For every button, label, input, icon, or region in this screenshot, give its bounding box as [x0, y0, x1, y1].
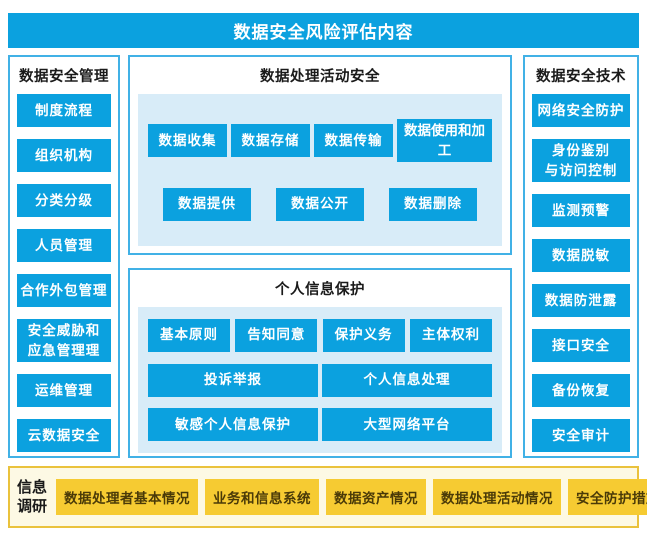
privacy-panel: 基本原则告知同意保护义务主体权利 投诉举报个人信息处理 敏感个人信息保护大型网络…: [138, 307, 502, 453]
privacy-node: 敏感个人信息保护: [148, 408, 318, 442]
technology-node: 安全审计: [532, 419, 630, 453]
section-title: 数据安全技术: [536, 69, 626, 85]
privacy-node: 个人信息处理: [322, 363, 492, 397]
technology-node: 网络安全防护: [532, 94, 630, 127]
activity-node: 数据使用和加工: [397, 119, 492, 163]
survey-title: 信息调研: [17, 478, 48, 516]
section-data-security-technology: 数据安全技术 网络安全防护身份鉴别与访问控制监测预警数据脱敏数据防泄露接口安全备…: [523, 55, 639, 458]
activity-row-2: 数据提供数据公开数据删除: [138, 187, 502, 221]
survey-node: 安全防护措施: [568, 479, 647, 515]
privacy-row-3: 敏感个人信息保护大型网络平台: [138, 408, 502, 442]
privacy-node: 大型网络平台: [322, 408, 492, 442]
technology-node: 备份恢复: [532, 374, 630, 408]
privacy-node: 告知同意: [235, 318, 318, 352]
section-personal-information-protection: 个人信息保护 基本原则告知同意保护义务主体权利 投诉举报个人信息处理 敏感个人信…: [128, 268, 512, 458]
management-node: 分类分级: [17, 184, 111, 217]
privacy-node: 投诉举报: [148, 363, 318, 397]
section-title: 数据处理活动安全: [260, 69, 380, 85]
management-node: 制度流程: [17, 94, 111, 127]
section-information-survey: 信息调研 数据处理者基本情况业务和信息系统数据资产情况数据处理活动情况安全防护措…: [8, 466, 647, 528]
privacy-node: 保护义务: [322, 318, 405, 352]
activity-node: 数据删除: [389, 187, 477, 221]
activity-node: 数据传输: [314, 124, 393, 158]
technology-node: 监测预警: [532, 194, 630, 228]
technology-node: 接口安全: [532, 329, 630, 363]
privacy-node: 主体权利: [409, 318, 492, 352]
technology-items: 网络安全防护身份鉴别与访问控制监测预警数据脱敏数据防泄露接口安全备份恢复安全审计: [525, 92, 637, 460]
activity-node: 数据公开: [276, 187, 364, 221]
management-node: 安全威胁和应急管理理: [17, 319, 111, 363]
technology-node: 身份鉴别与访问控制: [532, 139, 630, 183]
activity-node: 数据收集: [148, 124, 227, 158]
technology-node: 数据脱敏: [532, 239, 630, 273]
management-node: 组织机构: [17, 139, 111, 172]
section-title: 数据安全管理: [19, 69, 109, 85]
section-title: 个人信息保护: [275, 282, 365, 298]
survey-node: 数据处理活动情况: [433, 479, 562, 515]
survey-node: 数据处理者基本情况: [56, 479, 199, 515]
section-data-security-management: 数据安全管理 制度流程组织机构分类分级人员管理合作外包管理安全威胁和应急管理理运…: [8, 55, 120, 458]
activity-node: 数据提供: [163, 187, 251, 221]
survey-node: 数据资产情况: [326, 479, 427, 515]
diagram-title-banner: 数据安全风险评估内容: [8, 13, 639, 48]
section-data-processing-activity-security: 数据处理活动安全 数据收集数据存储数据传输数据使用和加工 数据提供数据公开数据删…: [128, 55, 512, 255]
management-node: 运维管理: [17, 374, 111, 408]
diagram-title: 数据安全风险评估内容: [233, 23, 414, 42]
privacy-node: 基本原则: [148, 318, 230, 352]
activity-row-1: 数据收集数据存储数据传输数据使用和加工: [138, 119, 502, 163]
management-node: 合作外包管理: [17, 274, 111, 307]
management-items: 制度流程组织机构分类分级人员管理合作外包管理安全威胁和应急管理理运维管理云数据安…: [10, 92, 118, 460]
privacy-row-1: 基本原则告知同意保护义务主体权利: [138, 318, 502, 352]
privacy-row-2: 投诉举报个人信息处理: [138, 363, 502, 397]
activity-node: 数据存储: [231, 124, 310, 158]
management-node: 云数据安全: [17, 419, 111, 453]
management-node: 人员管理: [17, 229, 111, 262]
survey-items: 数据处理者基本情况业务和信息系统数据资产情况数据处理活动情况安全防护措施: [56, 479, 647, 515]
technology-node: 数据防泄露: [532, 284, 630, 318]
activity-panel: 数据收集数据存储数据传输数据使用和加工 数据提供数据公开数据删除: [138, 94, 502, 246]
survey-node: 业务和信息系统: [205, 479, 320, 515]
